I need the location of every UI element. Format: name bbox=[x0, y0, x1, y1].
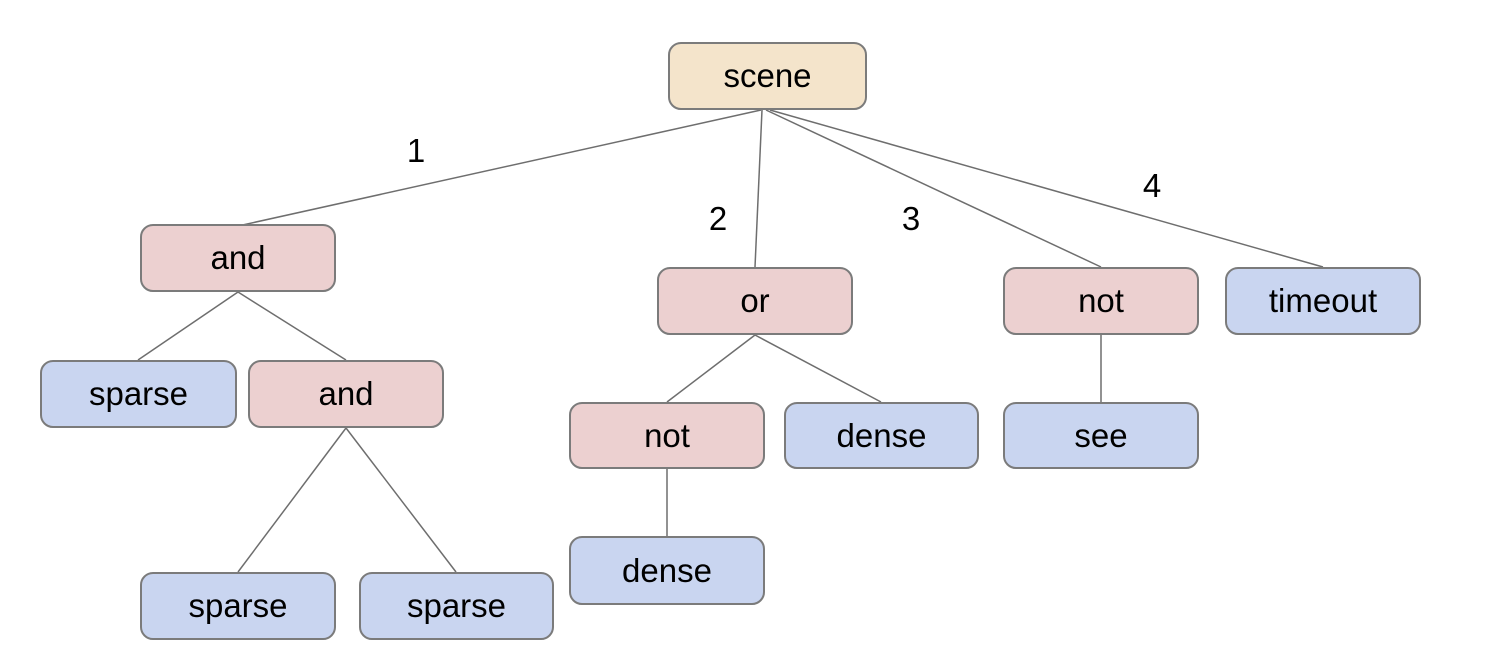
node-or: or bbox=[657, 267, 853, 335]
node-not-1: not bbox=[1003, 267, 1199, 335]
edge-and2-sparse bbox=[237, 427, 347, 573]
edge-or-dense bbox=[754, 334, 882, 403]
edge-and-sparse bbox=[137, 291, 239, 361]
edge-scene-not bbox=[765, 109, 1102, 268]
edge-label-4: 4 bbox=[1143, 167, 1161, 204]
node-dense-2: dense bbox=[569, 536, 765, 605]
edge-scene-timeout bbox=[769, 109, 1324, 268]
node-see: see bbox=[1003, 402, 1199, 469]
edge-and2-sparse2 bbox=[345, 427, 457, 573]
node-and-1: and bbox=[140, 224, 336, 292]
node-sparse-3: sparse bbox=[359, 572, 554, 640]
edge-label-3: 3 bbox=[902, 200, 920, 237]
edge-label-1: 1 bbox=[407, 132, 425, 169]
node-not-2: not bbox=[569, 402, 765, 469]
node-timeout: timeout bbox=[1225, 267, 1421, 335]
node-scene: scene bbox=[668, 42, 867, 110]
node-sparse-1: sparse bbox=[40, 360, 237, 428]
node-sparse-2: sparse bbox=[140, 572, 336, 640]
edge-scene-and bbox=[237, 109, 762, 227]
edge-and-and bbox=[237, 291, 347, 361]
edge-scene-or bbox=[754, 109, 763, 268]
node-and-2: and bbox=[248, 360, 444, 428]
edge-or-not bbox=[666, 334, 756, 403]
edge-label-2: 2 bbox=[709, 200, 727, 237]
node-dense-1: dense bbox=[784, 402, 979, 469]
